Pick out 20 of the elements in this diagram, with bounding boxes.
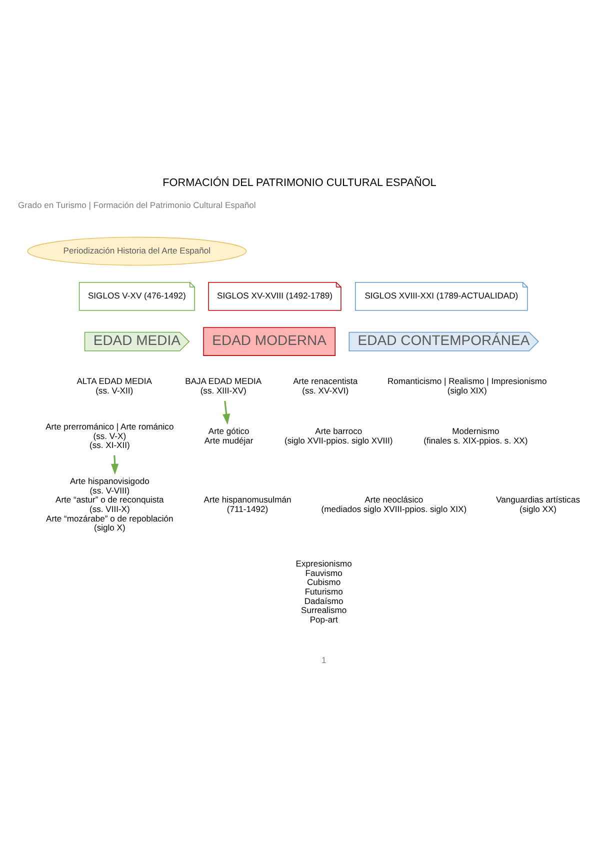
node-text: Modernismo (finales s. XIX-ppios. s. XX) — [424, 426, 528, 445]
arrow — [111, 454, 119, 474]
node-text: Arte gótico Arte mudéjar — [204, 426, 254, 445]
node-box: EDAD MODERNA — [203, 326, 336, 356]
node-text: ALTA EDAD MEDIA (ss. V-XII) — [76, 376, 152, 396]
node-text: BAJA EDAD MEDIA (ss. XIII-XV) — [185, 376, 262, 396]
node-text: Arte hispanomusulmán (711-1492) — [204, 494, 292, 514]
label: 1 — [321, 654, 326, 665]
label: Grado en Turismo | Formación del Patrimonio Cultural Español — [18, 200, 256, 210]
node-text: Arte neoclásico (mediados siglo XVIII-ppios. siglo XIX) — [321, 494, 467, 514]
arrow — [222, 400, 230, 424]
node-text: Romanticismo | Realismo | Impresionismo (siglo XIX) — [387, 376, 547, 396]
node-ellipse: Periodización Historia del Arte Español — [27, 236, 247, 266]
node-text: Arte hispanovisigodo (ss. V-VIII) Arte “astur” o de reconquista (ss. VIII-X) Arte “mozárabe” o de repoblación (siglo X) — [46, 475, 174, 532]
node-text: Arte renacentista (ss. XV-XVI) — [293, 376, 358, 396]
diagram-title: FORMACIÓN DEL PATRIMONIO CULTURAL ESPAÑOL — [162, 176, 436, 188]
node-text: Expresionismo Fauvismo Cubismo Futurismo Dadaísmo Surrealismo Pop-art — [296, 558, 352, 624]
node-text: Arte barroco (siglo XVII-ppios. siglo XVIII) — [284, 426, 393, 445]
node-text: Vanguardias artísticas (siglo XX) — [496, 494, 580, 514]
node-text: Arte prerrománico | Arte románico (ss. V-X) (ss. XI-XII) — [46, 420, 174, 450]
